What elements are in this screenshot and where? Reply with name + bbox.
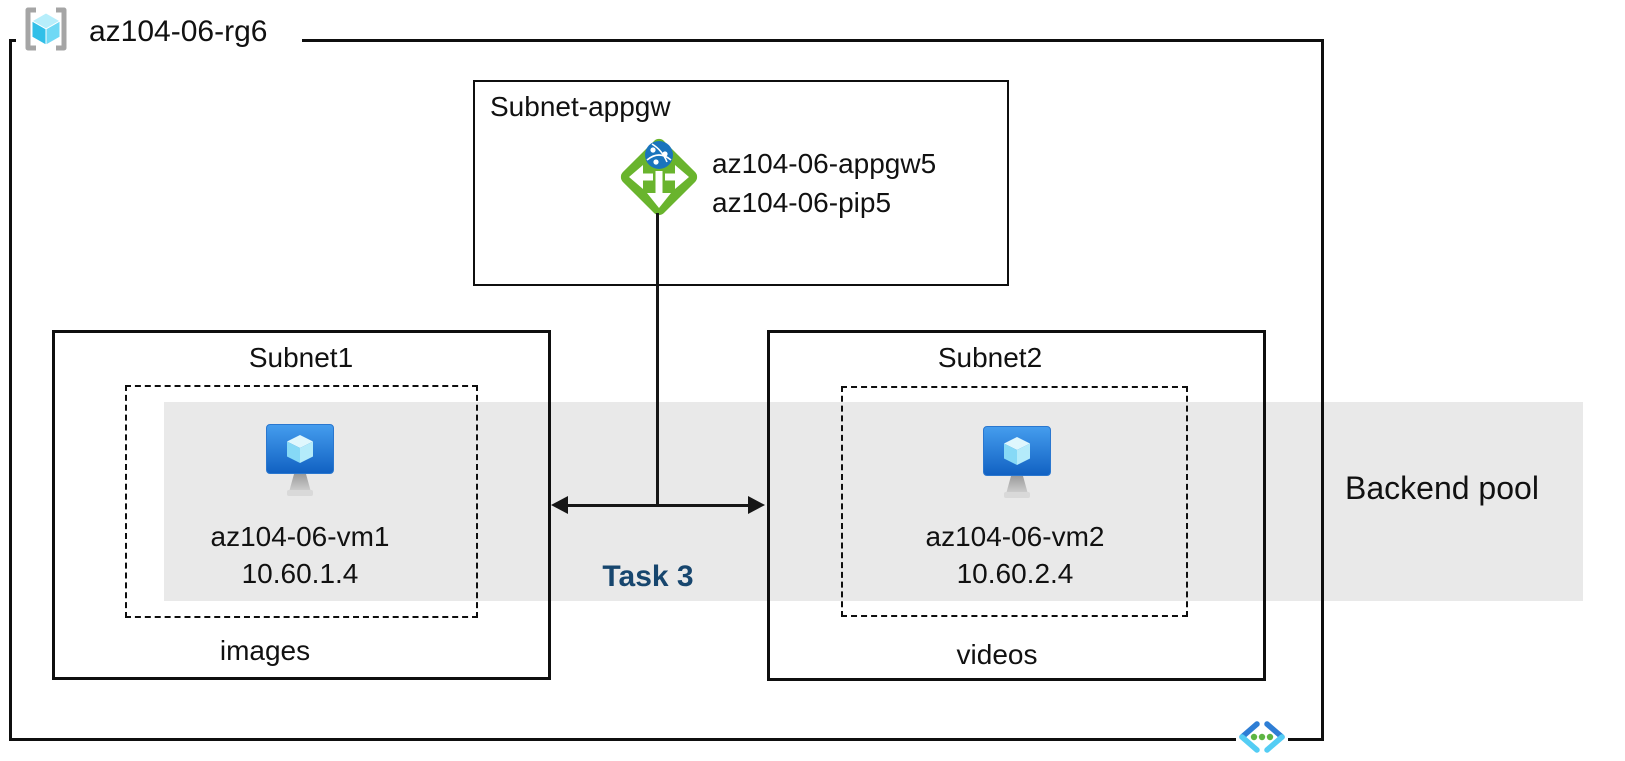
- vm2-name: az104-06-vm2: [925, 521, 1105, 552]
- subnet1-box: [52, 330, 551, 680]
- subnet2-label: Subnet2: [937, 342, 1043, 373]
- arrowhead-right-icon: [748, 496, 765, 514]
- gateway-name: az104-06-appgw5: [712, 148, 937, 179]
- vm1-name: az104-06-vm1: [210, 521, 390, 552]
- subnet2-vm-group: [841, 386, 1188, 617]
- subnet1-storage-label: images: [219, 635, 311, 666]
- resource-group-box: [9, 39, 1324, 741]
- arrowhead-left-icon: [551, 496, 568, 514]
- subnet2-storage-label: videos: [956, 639, 1038, 670]
- gateway-subnet-label: Subnet-appgw: [490, 91, 671, 122]
- task-label: Task 3: [602, 560, 694, 593]
- vm2-ip: 10.60.2.4: [956, 558, 1074, 589]
- virtual-machine-icon: [983, 426, 1051, 498]
- backend-pool-label: Backend pool: [1345, 470, 1539, 506]
- subnet1-vm-info: az104-06-vm1 10.60.1.4: [150, 518, 450, 592]
- subnet2-box: [767, 330, 1266, 681]
- virtual-network-icon: [1236, 718, 1288, 756]
- subnet1-vm-group: [125, 385, 478, 618]
- gateway-connector-line: [656, 213, 659, 507]
- subnet2-vm-info: az104-06-vm2 10.60.2.4: [865, 518, 1165, 592]
- subnet-connector-line: [565, 504, 752, 507]
- backend-pool-band: [164, 402, 1583, 601]
- vm1-ip: 10.60.1.4: [241, 558, 359, 589]
- virtual-machine-icon: [266, 424, 334, 496]
- application-gateway-icon: [620, 138, 698, 216]
- resource-group-icon: [25, 7, 67, 51]
- gateway-names: az104-06-appgw5 az104-06-pip5: [712, 144, 936, 222]
- subnet1-label: Subnet1: [248, 342, 354, 373]
- gateway-subnet-box: [473, 80, 1009, 286]
- public-ip-name: az104-06-pip5: [712, 187, 892, 218]
- resource-group-name: az104-06-rg6: [89, 15, 268, 48]
- resource-group-title-gap: [16, 32, 302, 47]
